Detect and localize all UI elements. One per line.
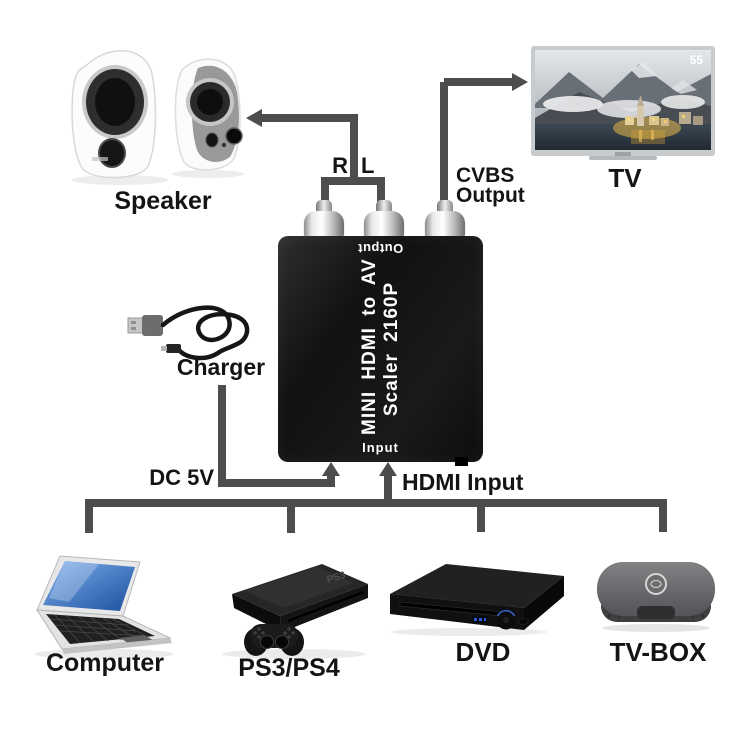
console-label: PS3/PS4 — [238, 654, 340, 682]
converter-model-text: MINI HDMI to AV Scaler 2160P — [358, 258, 403, 435]
speaker-label: Speaker — [114, 187, 212, 215]
converter-model-line1: MINI HDMI to AV — [358, 258, 380, 435]
wire-drop-computer — [85, 507, 93, 533]
converter-input-label: Input — [362, 440, 399, 455]
charger-image — [127, 305, 250, 361]
wire-charger-vertical — [218, 385, 226, 487]
rca-jack-stub-cvbs — [437, 200, 453, 213]
converter-output-label: Output — [357, 241, 404, 256]
arrow-left-icon — [246, 109, 262, 127]
dvd-label: DVD — [455, 637, 511, 667]
l-channel-label: L — [361, 153, 375, 178]
charger-label: Charger — [176, 354, 266, 380]
wire-cvbs-vertical — [440, 82, 448, 211]
tv-screen-badge: 55 — [690, 53, 704, 67]
rca-jack-r — [304, 211, 344, 238]
wire-hdmi-bus — [85, 499, 667, 507]
computer-image — [34, 555, 174, 659]
tv-box-image — [597, 562, 715, 632]
wire-speaker-horizontal — [260, 114, 358, 122]
rca-jack-stub-l — [376, 200, 392, 213]
hdmi-to-av-converter: Output MINI HDMI to AV Scaler 2160P Inpu… — [278, 236, 483, 466]
tv-label: TV — [608, 163, 642, 193]
cvbs-output-line2: Output — [456, 184, 525, 207]
wire-cvbs-horizontal — [444, 78, 514, 86]
tv-box-label: TV-BOX — [609, 637, 707, 667]
wire-r-drop — [321, 177, 329, 211]
hdmi-port-notch — [455, 457, 468, 466]
wire-speaker-vertical — [350, 114, 358, 183]
speaker-image — [71, 50, 244, 185]
arrow-right-icon — [512, 73, 528, 91]
wire-rl-bridge — [321, 177, 385, 185]
dvd-image — [390, 564, 564, 636]
wire-hdmi-arrow-shaft — [384, 474, 392, 507]
wire-dc-arrow-shaft — [327, 474, 335, 487]
arrow-up-hdmi-icon — [379, 462, 397, 476]
rca-jack-stub-r — [316, 200, 332, 213]
rca-jack-cvbs — [425, 211, 465, 238]
cvbs-output-label: CVBS Output — [456, 164, 525, 207]
console-logo-text: PS3 — [326, 570, 348, 586]
tv-image: 55 — [531, 46, 715, 160]
converter-model-line2: Scaler 2160P — [380, 281, 402, 417]
computer-label: Computer — [45, 649, 165, 677]
wire-l-drop — [377, 177, 385, 211]
r-channel-label: R — [332, 153, 348, 178]
cvbs-output-line1: CVBS — [456, 164, 515, 187]
arrow-up-dc-icon — [322, 462, 340, 476]
rca-jack-l — [364, 211, 404, 238]
wire-drop-dvd — [477, 507, 485, 532]
wire-drop-console — [287, 507, 295, 533]
wire-dc-horizontal — [218, 479, 335, 487]
hdmi-input-label: HDMI Input — [402, 469, 524, 495]
game-console-image: PS3 — [222, 564, 368, 659]
wire-drop-tvbox — [659, 507, 667, 532]
dc-5v-label: DC 5V — [149, 465, 214, 490]
